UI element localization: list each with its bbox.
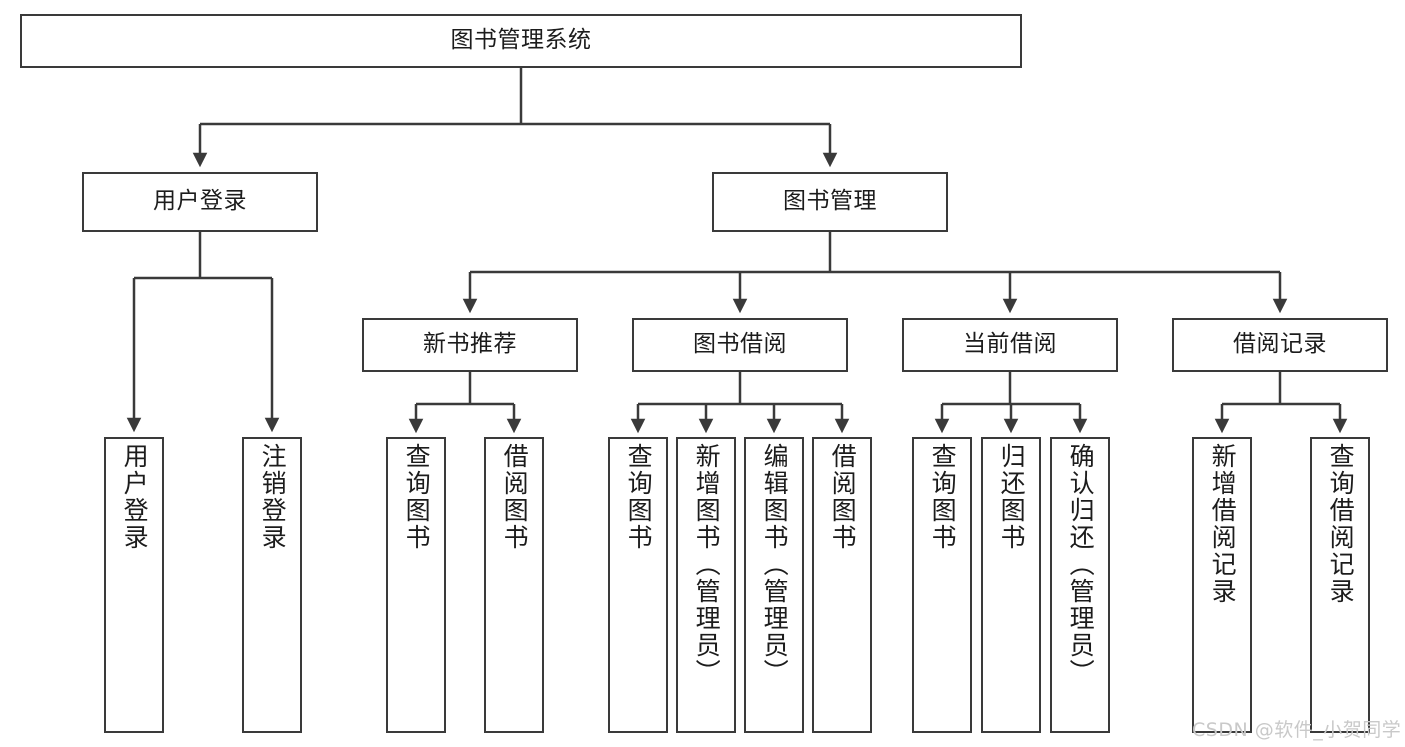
leaf-current-borrow-query-book[interactable]: 查询图书 [912, 437, 972, 733]
leaf-book-borrow-query-book[interactable]: 查询图书 [608, 437, 668, 733]
node-label: 借阅图书 [500, 443, 530, 551]
node-label: 查询图书 [402, 443, 432, 551]
leaf-new-book-borrow-book[interactable]: 借阅图书 [484, 437, 544, 733]
node-user-login[interactable]: 用户登录 [82, 172, 318, 232]
node-label: 注销登录 [258, 443, 288, 551]
node-label: 查询图书 [928, 443, 958, 551]
node-book-management-system[interactable]: 图书管理系统 [20, 14, 1022, 68]
node-label: 新增图书（管理员） [692, 443, 722, 686]
node-label: 借阅记录 [1233, 331, 1327, 358]
node-book-management[interactable]: 图书管理 [712, 172, 948, 232]
node-label: 新书推荐 [423, 331, 517, 358]
node-label: 用户登录 [120, 443, 150, 551]
node-label: 用户登录 [153, 188, 247, 215]
node-label: 确认归还（管理员） [1066, 443, 1096, 686]
node-new-book-recommend[interactable]: 新书推荐 [362, 318, 578, 372]
node-label: 图书管理 [783, 188, 877, 215]
node-label: 当前借阅 [963, 331, 1057, 358]
leaf-book-borrow-add-book[interactable]: 新增图书（管理员） [676, 437, 736, 733]
leaf-user-login-logout[interactable]: 注销登录 [242, 437, 302, 733]
leaf-book-borrow-edit-book[interactable]: 编辑图书（管理员） [744, 437, 804, 733]
node-borrow-record[interactable]: 借阅记录 [1172, 318, 1388, 372]
node-label: 编辑图书（管理员） [760, 443, 790, 686]
node-label: 归还图书 [997, 443, 1027, 551]
node-label: 新增借阅记录 [1208, 443, 1238, 605]
node-current-borrow[interactable]: 当前借阅 [902, 318, 1118, 372]
node-label: 借阅图书 [828, 443, 858, 551]
node-label: 查询图书 [624, 443, 654, 551]
node-book-borrow[interactable]: 图书借阅 [632, 318, 848, 372]
leaf-book-borrow-borrow-book[interactable]: 借阅图书 [812, 437, 872, 733]
leaf-borrow-record-query-record[interactable]: 查询借阅记录 [1310, 437, 1370, 733]
node-label: 图书管理系统 [450, 27, 592, 54]
node-label: 图书借阅 [693, 331, 787, 358]
node-label: 查询借阅记录 [1326, 443, 1356, 605]
leaf-borrow-record-add-record[interactable]: 新增借阅记录 [1192, 437, 1252, 733]
leaf-new-book-query-book[interactable]: 查询图书 [386, 437, 446, 733]
leaf-user-login-login[interactable]: 用户登录 [104, 437, 164, 733]
watermark-text: CSDN @软件_小贺同学 [1192, 719, 1402, 741]
leaf-current-borrow-confirm-return[interactable]: 确认归还（管理员） [1050, 437, 1110, 733]
leaf-current-borrow-return-book[interactable]: 归还图书 [981, 437, 1041, 733]
